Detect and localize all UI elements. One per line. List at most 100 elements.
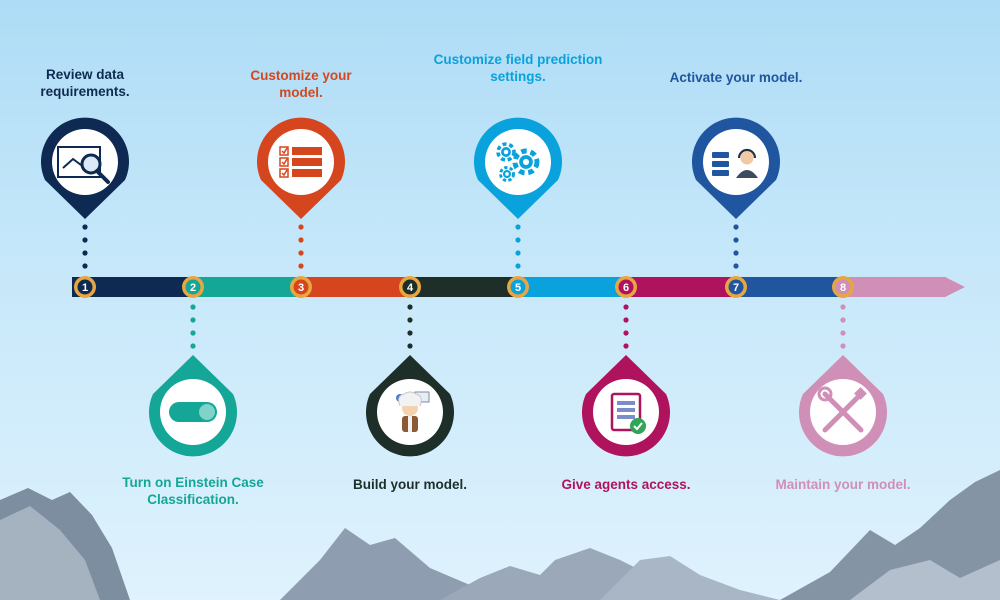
connector-dot-2 <box>190 317 196 323</box>
connector-dot-7 <box>733 263 739 269</box>
step-label-2: Turn on Einstein Case Classification. <box>122 475 264 507</box>
step-marker-7: 7 <box>725 276 747 298</box>
data-review-icon <box>57 146 110 184</box>
connector-dot-1 <box>82 250 88 256</box>
timeline-connectors <box>82 224 846 349</box>
connector-dot-2 <box>190 343 196 349</box>
pin-face-5 <box>485 129 551 195</box>
pin-step-6 <box>582 355 670 457</box>
step-marker-1: 1 <box>74 276 96 298</box>
pin-step-2 <box>149 355 237 457</box>
mountain-center-right <box>600 556 780 600</box>
marker-core-2 <box>185 279 201 295</box>
step-number-7: 7 <box>733 282 739 294</box>
connector-dot-6 <box>623 343 629 349</box>
connector-dot-8 <box>840 330 846 336</box>
band-segment-3 <box>301 277 411 297</box>
pin-step-3 <box>257 117 345 219</box>
connector-dot-5 <box>515 250 521 256</box>
connector-dot-3 <box>298 224 304 230</box>
band-segment-6 <box>626 277 737 297</box>
marker-core-5 <box>510 279 526 295</box>
pin-step-7 <box>692 117 780 219</box>
marker-core-6 <box>618 279 634 295</box>
agent-access-icon <box>610 392 646 434</box>
step-number-8: 8 <box>840 282 846 294</box>
pin-face-7 <box>703 129 769 195</box>
marker-core-7 <box>728 279 744 295</box>
step-number-4: 4 <box>407 282 414 294</box>
connector-dot-8 <box>840 304 846 310</box>
connector-dot-4 <box>407 343 413 349</box>
connector-dot-5 <box>515 237 521 243</box>
connector-dot-1 <box>82 237 88 243</box>
support-agent-icon <box>712 148 758 178</box>
timeline-band <box>72 277 965 297</box>
timeline-pins <box>41 117 887 457</box>
band-segment-8 <box>843 277 946 297</box>
marker-core-3 <box>293 279 309 295</box>
step-marker-2: 2 <box>182 276 204 298</box>
pin-step-8 <box>799 355 887 457</box>
connector-dot-7 <box>733 237 739 243</box>
connector-dot-3 <box>298 237 304 243</box>
mountain-center-left <box>280 528 520 600</box>
connector-dot-3 <box>298 263 304 269</box>
step-number-6: 6 <box>623 282 629 294</box>
mountain-backdrop <box>0 470 1000 600</box>
pin-step-4 <box>366 355 454 457</box>
connector-dot-8 <box>840 343 846 349</box>
band-segment-4 <box>410 277 519 297</box>
band-segment-2 <box>193 277 302 297</box>
step-marker-3: 3 <box>290 276 312 298</box>
step-marker-8: 8 <box>832 276 854 298</box>
step-label-3: Customize your model. <box>250 68 352 100</box>
gears-icon <box>496 142 540 182</box>
step-label-6: Give agents access. <box>561 477 691 492</box>
connector-dot-4 <box>407 304 413 310</box>
connector-dot-7 <box>733 224 739 230</box>
connector-dot-8 <box>840 317 846 323</box>
marker-core-1 <box>77 279 93 295</box>
wrench-screwdriver-icon <box>817 386 867 433</box>
connector-dot-4 <box>407 317 413 323</box>
mountain-right <box>780 470 1000 600</box>
connector-dot-7 <box>733 250 739 256</box>
band-segment-1 <box>72 277 194 297</box>
connector-dot-2 <box>190 304 196 310</box>
step-marker-6: 6 <box>615 276 637 298</box>
band-segment-7 <box>736 277 844 297</box>
einstein-character-icon <box>396 391 430 432</box>
toggle-switch-icon <box>169 402 217 422</box>
step-marker-5: 5 <box>507 276 529 298</box>
step-number-3: 3 <box>298 282 304 294</box>
pin-step-5 <box>474 117 562 219</box>
checklist-icon <box>279 146 322 178</box>
connector-dot-4 <box>407 330 413 336</box>
connector-dot-6 <box>623 317 629 323</box>
band-arrowhead <box>945 277 965 297</box>
mountain-right-light <box>850 560 1000 600</box>
step-marker-4: 4 <box>399 276 421 298</box>
connector-dot-6 <box>623 330 629 336</box>
step-label-8: Maintain your model. <box>775 477 911 492</box>
step-number-1: 1 <box>82 282 88 294</box>
pin-step-1 <box>41 117 130 219</box>
connector-dot-1 <box>82 263 88 269</box>
timeline-markers: 1 2 3 4 5 6 7 8 <box>74 276 854 298</box>
connector-dot-2 <box>190 330 196 336</box>
marker-core-4 <box>402 279 418 295</box>
step-label-5: Customize field prediction settings. <box>433 52 603 84</box>
step-label-7: Activate your model. <box>669 70 803 85</box>
step-label-4: Build your model. <box>352 477 467 492</box>
connector-dot-1 <box>82 224 88 230</box>
connector-dot-5 <box>515 224 521 230</box>
step-number-5: 5 <box>515 282 521 294</box>
marker-core-8 <box>835 279 851 295</box>
step-number-2: 2 <box>190 282 196 294</box>
mountain-left-light <box>0 506 100 600</box>
connector-dot-6 <box>623 304 629 310</box>
step-label-1: Review data requirements. <box>40 67 130 99</box>
connector-dot-3 <box>298 250 304 256</box>
